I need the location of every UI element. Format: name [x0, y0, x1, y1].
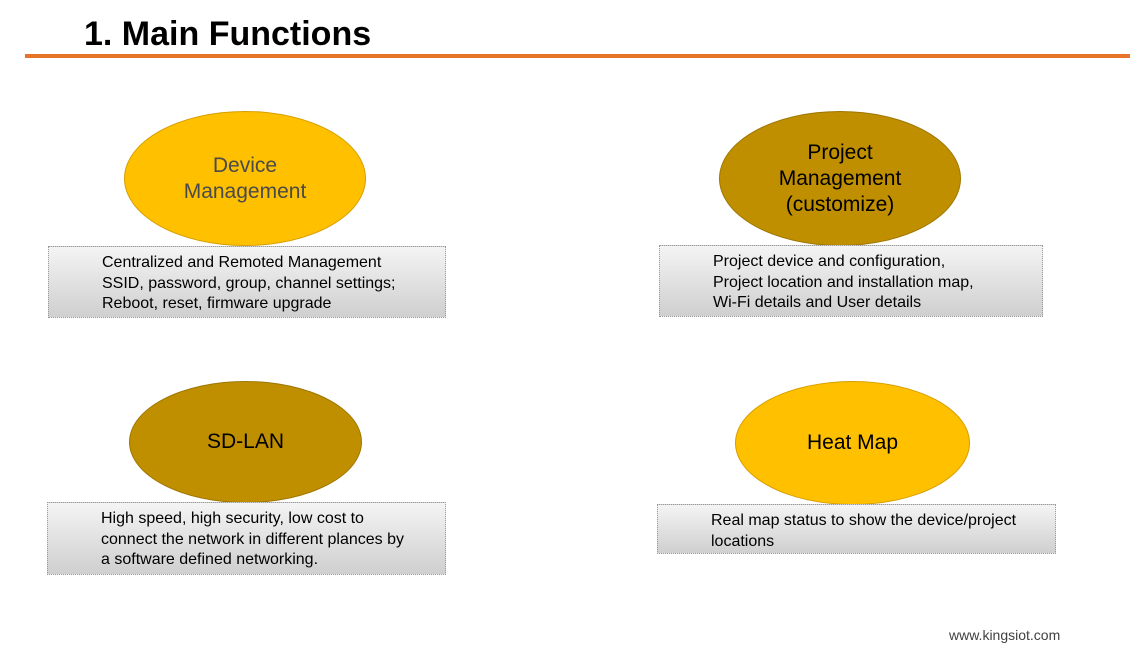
detail-line: Real map status to show the device/proje…	[711, 512, 1017, 529]
device-management-label: Device Management	[183, 153, 307, 203]
detail-line: connect the network in different plances…	[101, 530, 404, 548]
project-management-details: Project device and configuration, Projec…	[659, 245, 1043, 317]
heat-map-details: Real map status to show the device/proje…	[657, 504, 1056, 554]
title-underline	[25, 54, 1130, 58]
detail-line: Wi-Fi details and User details	[713, 294, 922, 311]
detail-line: Project location and installation map,	[713, 273, 974, 291]
page-title: 1. Main Functions	[84, 15, 372, 53]
sd-lan-ellipse: SD-LAN	[129, 381, 362, 503]
detail-line: SSID, password, group, channel settings;	[102, 274, 396, 292]
sd-lan-label: SD-LAN	[206, 430, 285, 453]
detail-line: Project device and configuration,	[713, 253, 946, 270]
heat-map-ellipse: Heat Map	[735, 381, 970, 505]
detail-line: a software defined networking.	[101, 551, 319, 568]
device-management-details: Centralized and Remoted Management SSID,…	[48, 246, 446, 318]
project-management-label: Project Management (customize)	[778, 140, 902, 216]
website-footer: www.kingsiot.com	[949, 627, 1061, 643]
detail-line: High speed, high security, low cost to	[101, 510, 364, 527]
project-management-ellipse: Project Management (customize)	[719, 111, 961, 246]
detail-line: Reboot, reset, firmware upgrade	[102, 295, 332, 312]
detail-line: locations	[711, 532, 775, 550]
sd-lan-details: High speed, high security, low cost to c…	[47, 502, 446, 575]
heat-map-label: Heat Map	[806, 431, 899, 454]
detail-line: Centralized and Remoted Management	[102, 254, 382, 271]
device-management-ellipse: Device Management	[124, 111, 366, 246]
